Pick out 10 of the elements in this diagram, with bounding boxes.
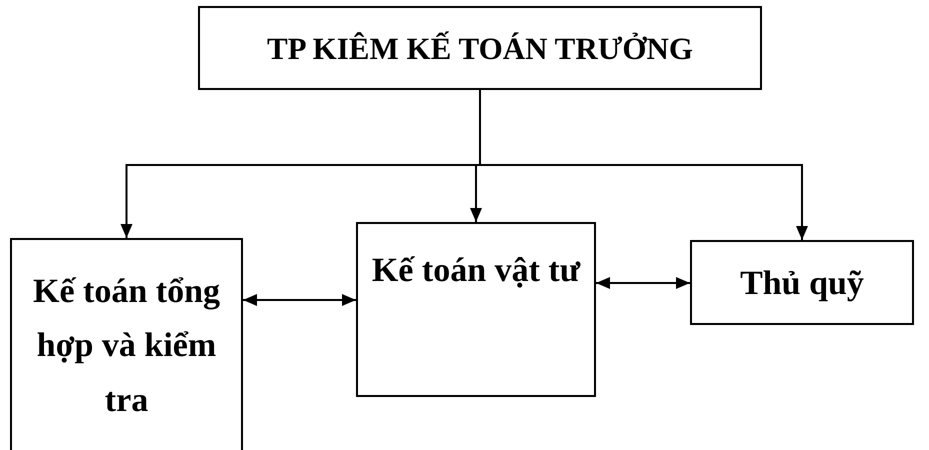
node-label: Kế toán vật tư	[372, 251, 580, 291]
department-box	[10, 238, 243, 450]
department-box	[356, 222, 596, 397]
arrow	[243, 294, 356, 306]
node-label: Thủ quỹ	[740, 264, 864, 304]
node-label: Kế toán tổng hợp và kiểm tra	[32, 272, 221, 421]
header-box	[198, 6, 762, 90]
department-box	[690, 240, 914, 325]
arrow	[596, 277, 690, 289]
node-label: TP KIÊM KẾ TOÁN TRƯỞNG	[266, 30, 694, 68]
